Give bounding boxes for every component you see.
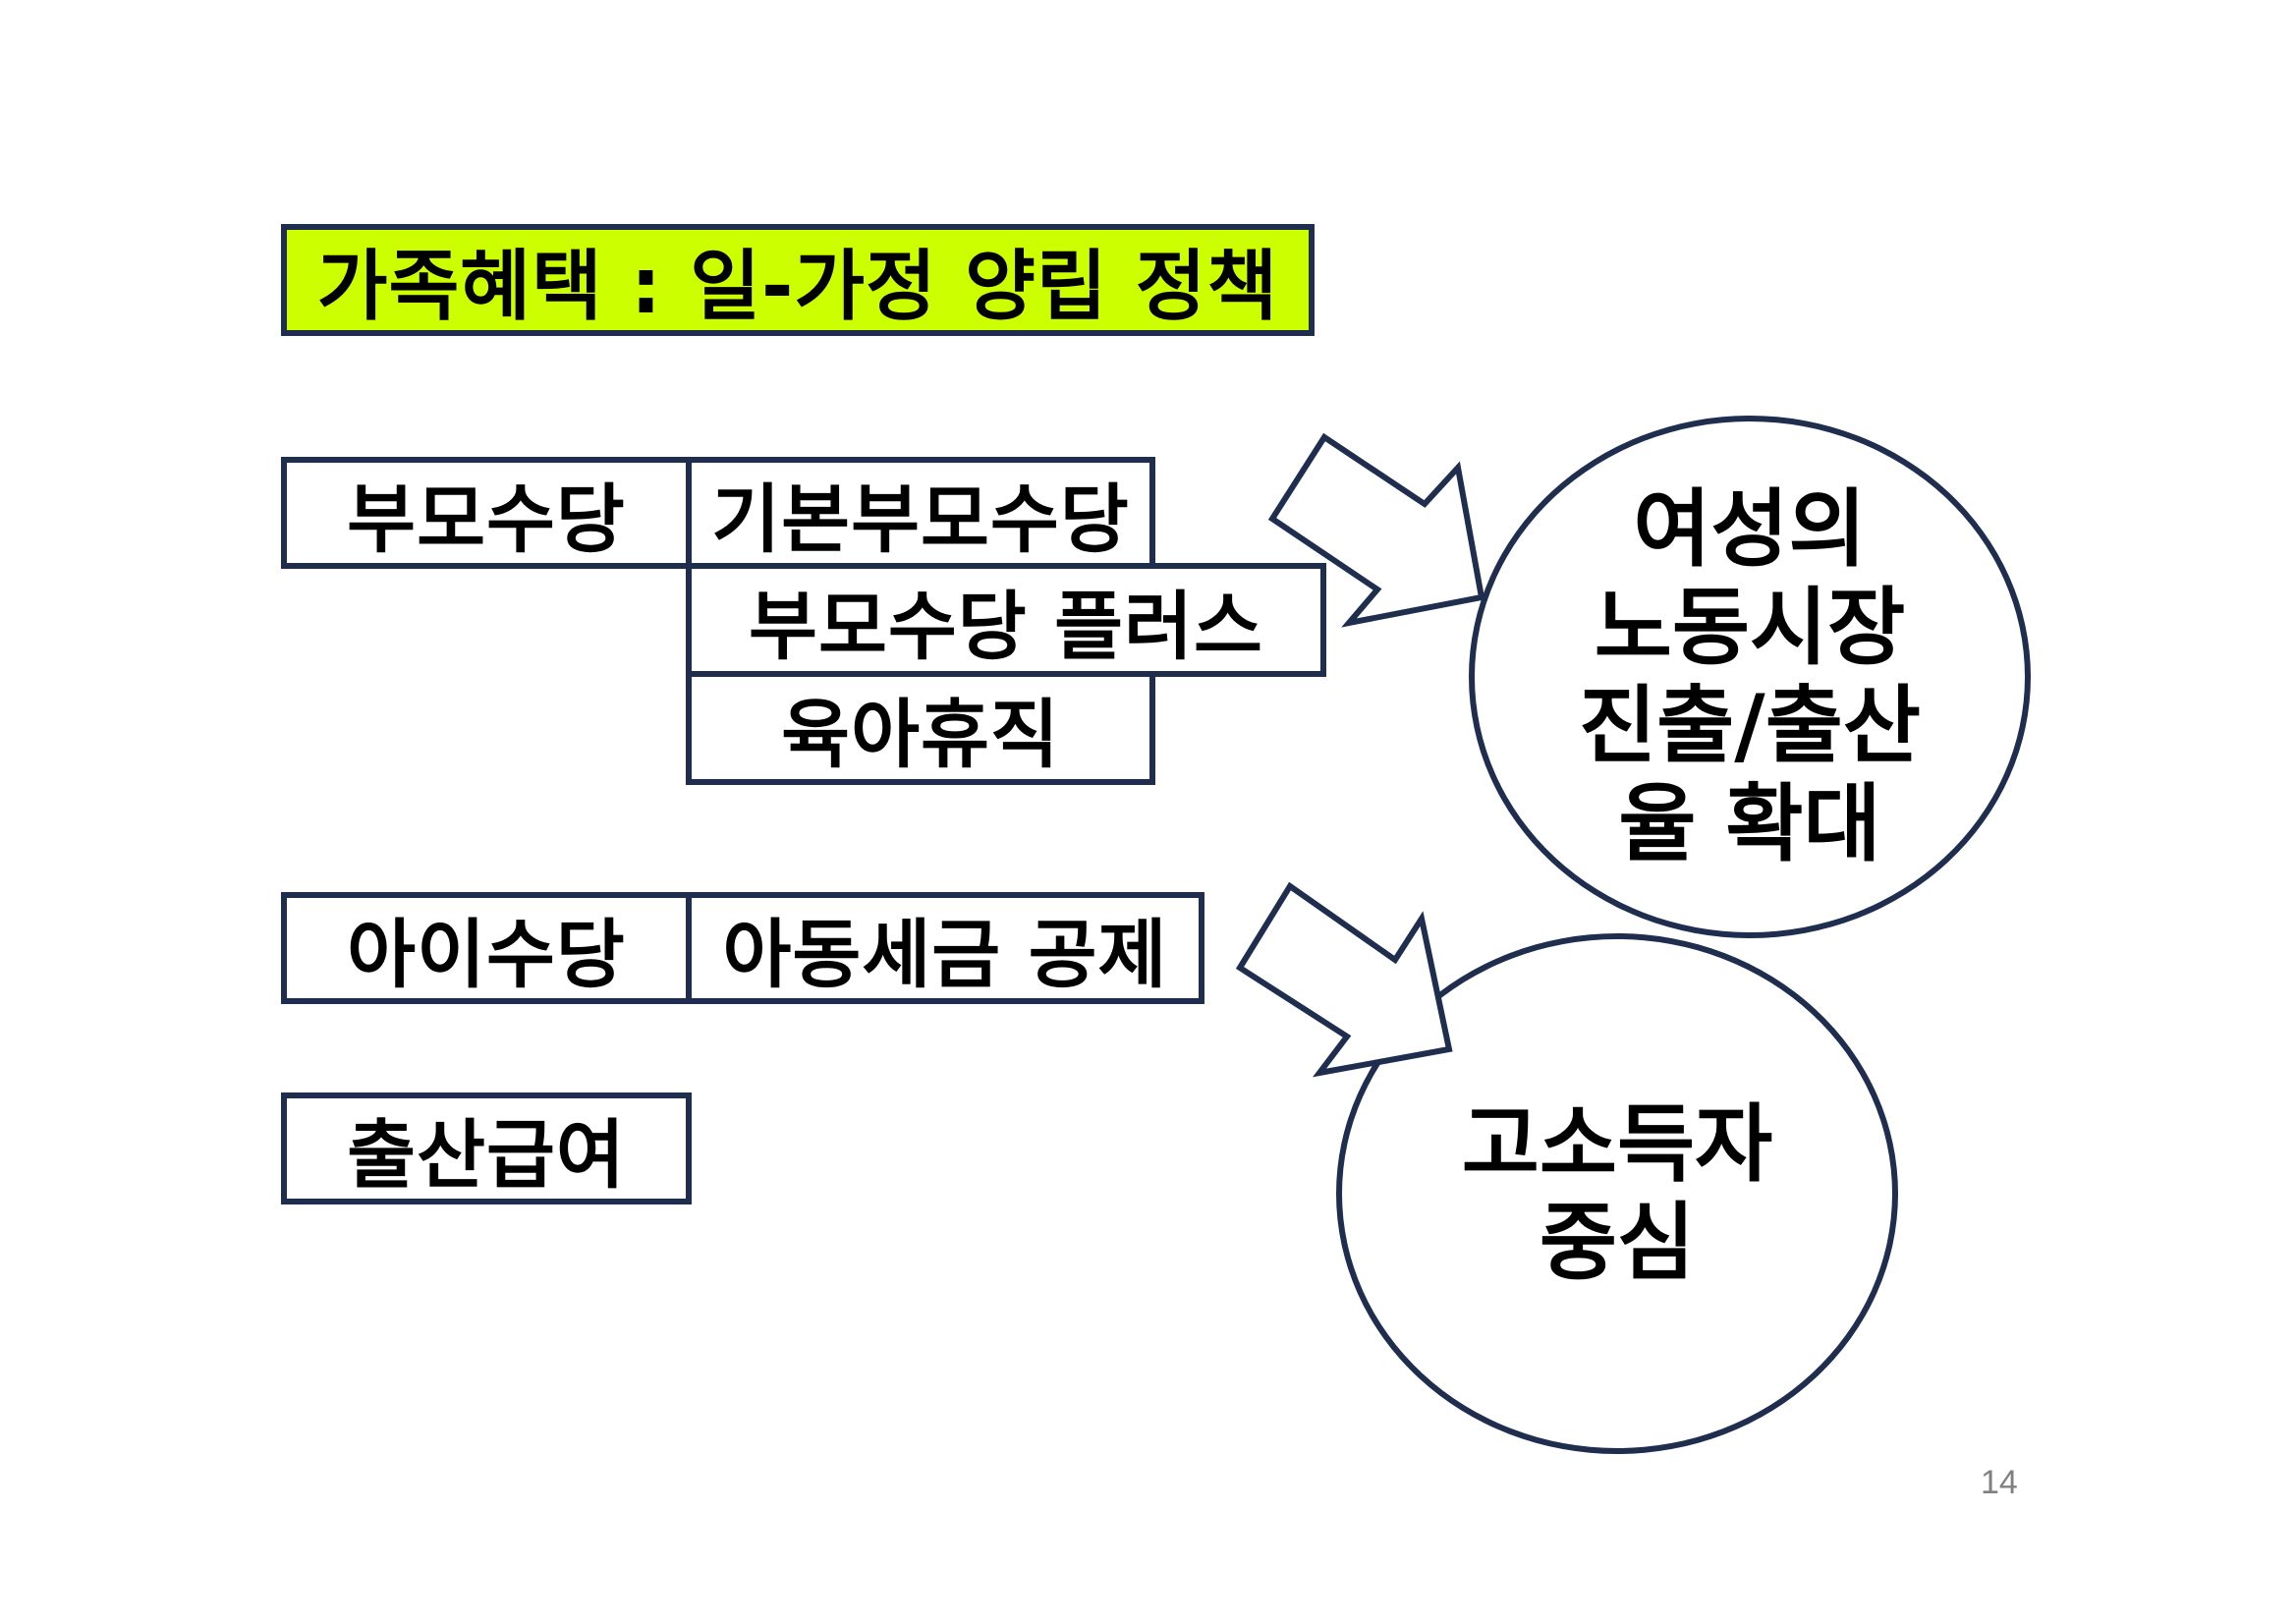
women-line-4: 율 확대	[1618, 775, 1881, 873]
parent-allowance-plus-box: 부모수당 플러스	[686, 563, 1326, 677]
birth-benefit-box: 출산급여	[281, 1092, 692, 1204]
child-tax-credit-text: 아동세금 공제	[722, 911, 1168, 998]
women-line-1: 여성의	[1633, 480, 1867, 579]
women-line-2: 노동시장	[1594, 579, 1906, 677]
birth-benefit-text: 출산급여	[347, 1111, 626, 1199]
basic-parent-allowance-text: 기본부모수당	[711, 476, 1130, 563]
women-labor-circle: 여성의 노동시장 진출/출산 율 확대	[1469, 416, 2031, 938]
parent-allowance-label-box: 부모수당	[281, 457, 692, 569]
child-allowance-label: 아이수당	[347, 911, 626, 998]
child-allowance-label-box: 아이수당	[281, 892, 692, 1004]
title-text: 가족혜택 : 일-가정 양립 정책	[316, 243, 1279, 331]
title-box: 가족혜택 : 일-가정 양립 정책	[281, 224, 1315, 336]
child-tax-credit-box: 아동세금 공제	[686, 892, 1204, 1004]
women-line-3: 진출/출산	[1579, 677, 1921, 775]
high-income-line-1: 고소득자	[1461, 1095, 1773, 1194]
parental-leave-box: 육아휴직	[686, 671, 1155, 785]
parental-leave-text: 육아휴직	[781, 691, 1060, 778]
parent-allowance-plus-text: 부모수당 플러스	[749, 583, 1263, 670]
page-number: 14	[1981, 1464, 2018, 1501]
basic-parent-allowance-box: 기본부모수당	[686, 457, 1155, 569]
parent-allowance-label: 부모수당	[347, 476, 626, 563]
high-income-line-2: 중심	[1539, 1194, 1696, 1292]
